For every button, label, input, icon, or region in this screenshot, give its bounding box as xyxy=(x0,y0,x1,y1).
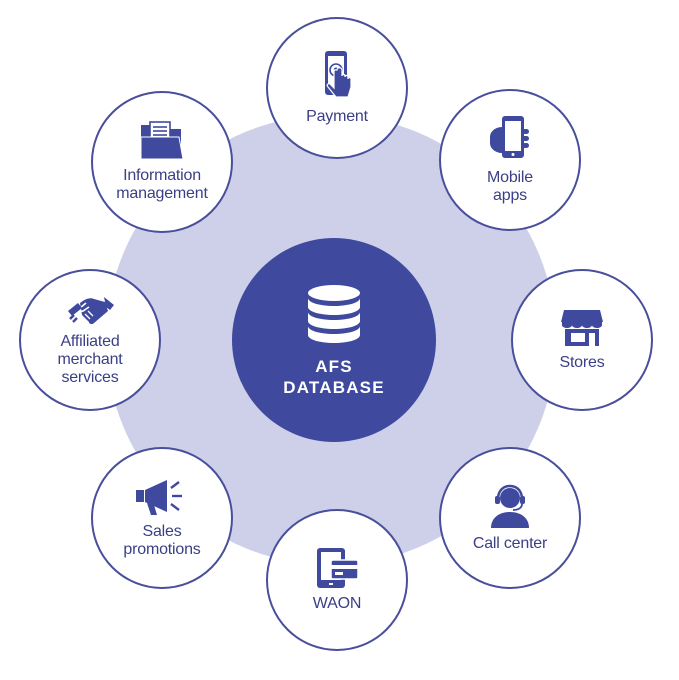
node-label: Mobile apps xyxy=(487,169,533,204)
node-label: Call center xyxy=(472,535,548,552)
hand-phone-icon xyxy=(490,116,529,158)
sales-promotions-node: Sales promotions xyxy=(91,447,233,589)
affiliated-merchant-services-node: Affiliated merchant services xyxy=(19,269,161,411)
stores-node: Stores xyxy=(511,269,653,411)
megaphone-icon xyxy=(136,480,182,515)
payment-node: Payment xyxy=(266,17,408,159)
node-label: Affiliated merchant services xyxy=(57,333,123,386)
card-reader-icon xyxy=(317,548,359,588)
afs-database-hub: AFS DATABASE xyxy=(232,238,436,442)
touch-phone-icon xyxy=(325,51,352,98)
handshake-icon xyxy=(68,297,114,325)
mobile-apps-node: Mobile apps xyxy=(439,89,581,231)
waon-node: WAON xyxy=(266,509,408,651)
headset-operator-icon xyxy=(491,484,529,528)
folder-documents-icon xyxy=(140,121,184,160)
information-management-node: Information management xyxy=(91,91,233,233)
node-label: Sales promotions xyxy=(123,523,201,558)
node-label: WAON xyxy=(312,595,362,612)
node-label: Stores xyxy=(559,354,605,371)
database-icon xyxy=(308,285,360,343)
node-label: Information management xyxy=(116,167,208,202)
storefront-icon xyxy=(561,310,603,346)
call-center-node: Call center xyxy=(439,447,581,589)
hub-label: AFS DATABASE xyxy=(283,357,385,397)
node-label: Payment xyxy=(306,108,368,125)
